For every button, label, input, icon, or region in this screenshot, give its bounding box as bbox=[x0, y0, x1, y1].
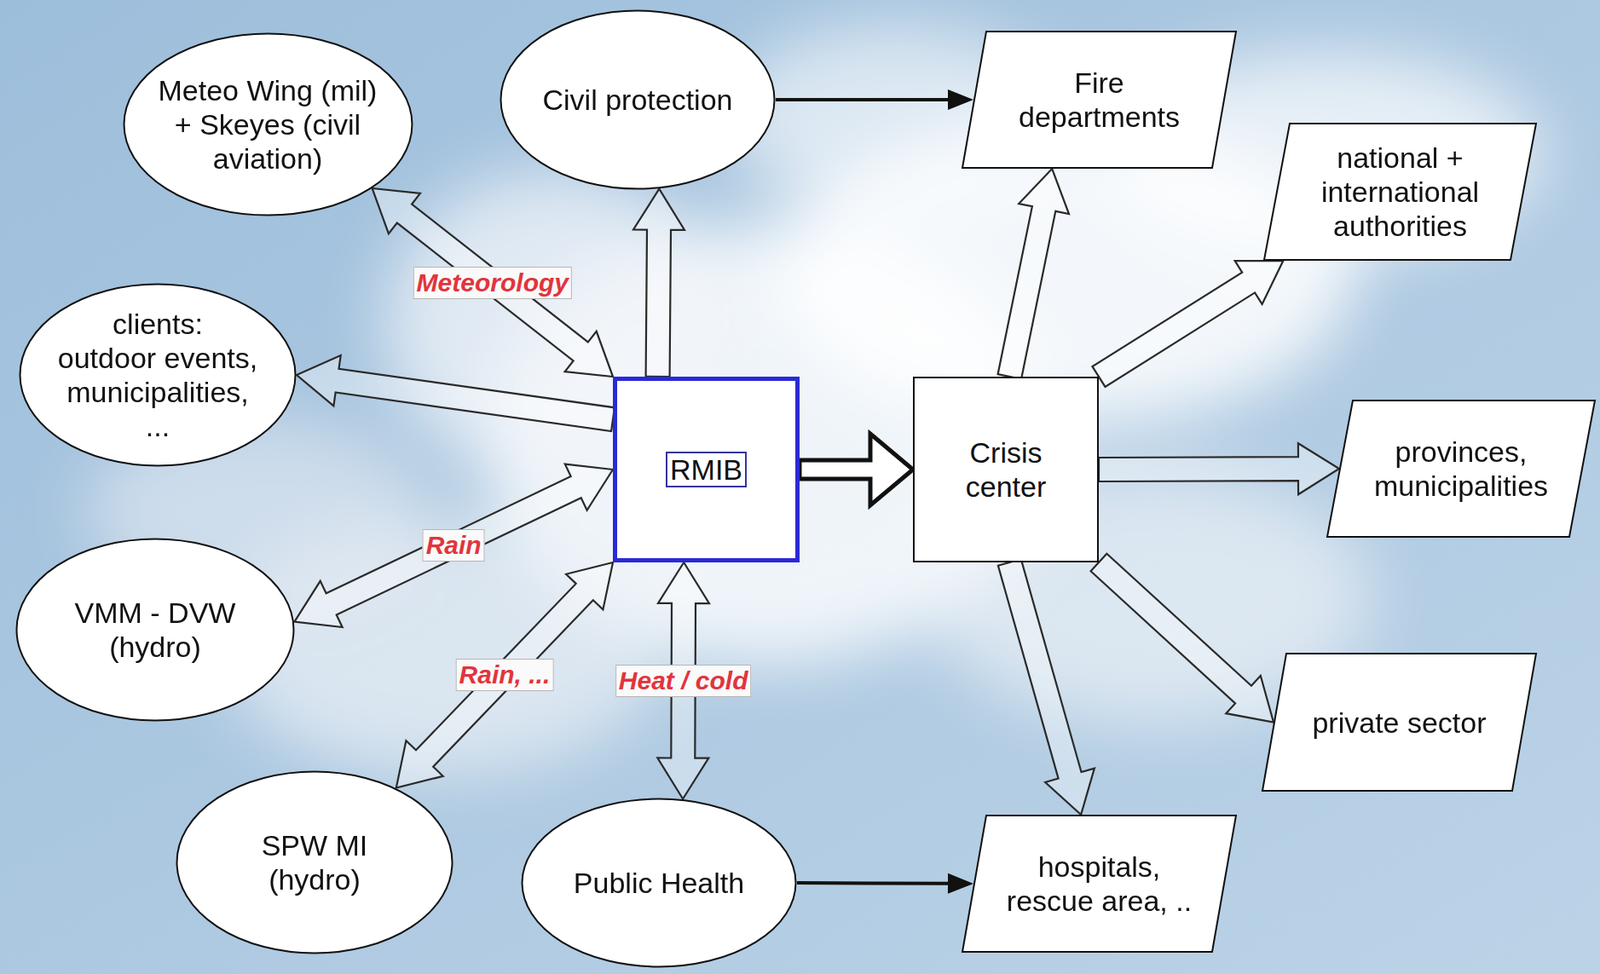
node-label: Fire departments bbox=[1005, 65, 1194, 134]
parallelogram-shape bbox=[1264, 123, 1537, 260]
parallelogram-shape bbox=[962, 815, 1237, 953]
node-label: clients: bbox=[72, 306, 243, 341]
block-arrow bbox=[799, 433, 913, 506]
node-content: VMM - DVW (hydro) bbox=[69, 595, 241, 665]
partner-ellipse: clients:outdoor events, municipalities, … bbox=[18, 283, 297, 468]
node-label: Public Health bbox=[548, 866, 770, 901]
block-arrow bbox=[1092, 260, 1284, 388]
recipient-parallelogram: Fire departments bbox=[961, 30, 1237, 169]
node-content: hospitals, rescue area, .. bbox=[1001, 849, 1198, 919]
recipient-parallelogram: provinces, municipalities bbox=[1326, 399, 1596, 538]
node-label: Crisis center bbox=[941, 435, 1070, 504]
node-content: Public Health bbox=[548, 866, 770, 901]
connector bbox=[1092, 260, 1284, 388]
partner-ellipse: Meteo Wing (mil) + Skeyes (civil aviatio… bbox=[122, 32, 414, 217]
node-label: Civil protection bbox=[518, 82, 757, 117]
edge-label: Rain bbox=[422, 529, 486, 562]
arrow-head bbox=[947, 873, 974, 895]
arrow-head bbox=[947, 89, 974, 110]
connector bbox=[998, 559, 1095, 815]
node-label: VMM - DVW (hydro) bbox=[69, 595, 241, 665]
ellipse-shape bbox=[177, 772, 453, 954]
node-content: Fire departments bbox=[1005, 65, 1194, 134]
ellipse-outline bbox=[175, 770, 454, 955]
edge-label: Rain, ... bbox=[456, 658, 555, 692]
parallelogram-outline bbox=[1326, 399, 1596, 538]
recipient-parallelogram: private sector bbox=[1261, 652, 1537, 792]
connector bbox=[296, 355, 615, 432]
recipient-parallelogram: national + international authorities bbox=[1263, 122, 1537, 261]
edge-label: Meteorology bbox=[413, 266, 572, 300]
block-arrow bbox=[998, 559, 1095, 815]
node-label: SPW MI (hydro) bbox=[254, 828, 375, 897]
node-label: private sector bbox=[1301, 705, 1498, 740]
node-label: RMIB bbox=[665, 451, 747, 488]
block-arrow bbox=[372, 188, 613, 377]
node-label: outdoor events, municipalities, ... bbox=[54, 340, 261, 444]
block-arrow bbox=[1098, 443, 1340, 495]
edge-label: Heat / cold bbox=[615, 664, 752, 698]
connector-line bbox=[797, 881, 948, 886]
parallelogram-outline bbox=[961, 30, 1237, 169]
node-label: provinces, municipalities bbox=[1369, 434, 1554, 503]
parallelogram-shape bbox=[1327, 400, 1595, 538]
partner-ellipse: VMM - DVW (hydro) bbox=[15, 537, 295, 723]
connector bbox=[775, 89, 974, 110]
node-content: national + international authorities bbox=[1315, 140, 1486, 243]
node-content: clients:outdoor events, municipalities, … bbox=[54, 306, 261, 444]
node-content: Crisis center bbox=[941, 435, 1070, 504]
connector bbox=[1098, 443, 1340, 495]
partner-ellipse: Public Health bbox=[520, 797, 798, 969]
node-content: SPW MI (hydro) bbox=[254, 828, 375, 897]
ellipse-shape bbox=[522, 799, 797, 968]
parallelogram-shape bbox=[1262, 653, 1537, 792]
ellipse-shape bbox=[123, 34, 412, 216]
connector bbox=[633, 189, 685, 377]
ellipse-shape bbox=[501, 11, 775, 190]
ellipse-shape bbox=[17, 539, 295, 722]
node-label: Meteo Wing (mil) + Skeyes (civil aviatio… bbox=[152, 73, 383, 176]
connector-line bbox=[775, 98, 948, 102]
connector bbox=[998, 168, 1069, 380]
central-box: RMIB bbox=[612, 376, 800, 563]
block-arrow bbox=[296, 355, 615, 432]
parallelogram-shape bbox=[962, 31, 1237, 168]
block-arrow bbox=[998, 168, 1069, 380]
connector bbox=[1091, 554, 1274, 723]
partner-ellipse: Civil protection bbox=[499, 9, 776, 191]
block-arrow bbox=[396, 562, 613, 789]
node-label: hospitals, rescue area, .. bbox=[1001, 849, 1198, 919]
node-content: RMIB bbox=[665, 451, 747, 488]
connector bbox=[797, 873, 974, 895]
ellipse-outline bbox=[15, 537, 295, 723]
block-arrow bbox=[633, 189, 685, 377]
node-content: Civil protection bbox=[518, 82, 757, 117]
node-label: national + international authorities bbox=[1315, 140, 1486, 243]
block-arrow bbox=[1091, 554, 1274, 723]
connector bbox=[396, 562, 613, 789]
connector bbox=[372, 188, 613, 377]
node-content: Meteo Wing (mil) + Skeyes (civil aviatio… bbox=[152, 73, 383, 176]
recipient-parallelogram: hospitals, rescue area, .. bbox=[961, 814, 1237, 954]
process-box: Crisis center bbox=[912, 376, 1099, 563]
partner-ellipse: SPW MI (hydro) bbox=[175, 770, 454, 955]
parallelogram-outline bbox=[961, 814, 1237, 954]
connector bbox=[799, 433, 913, 506]
node-content: private sector bbox=[1301, 705, 1498, 740]
node-content: provinces, municipalities bbox=[1369, 434, 1554, 503]
ellipse-shape bbox=[20, 284, 296, 467]
